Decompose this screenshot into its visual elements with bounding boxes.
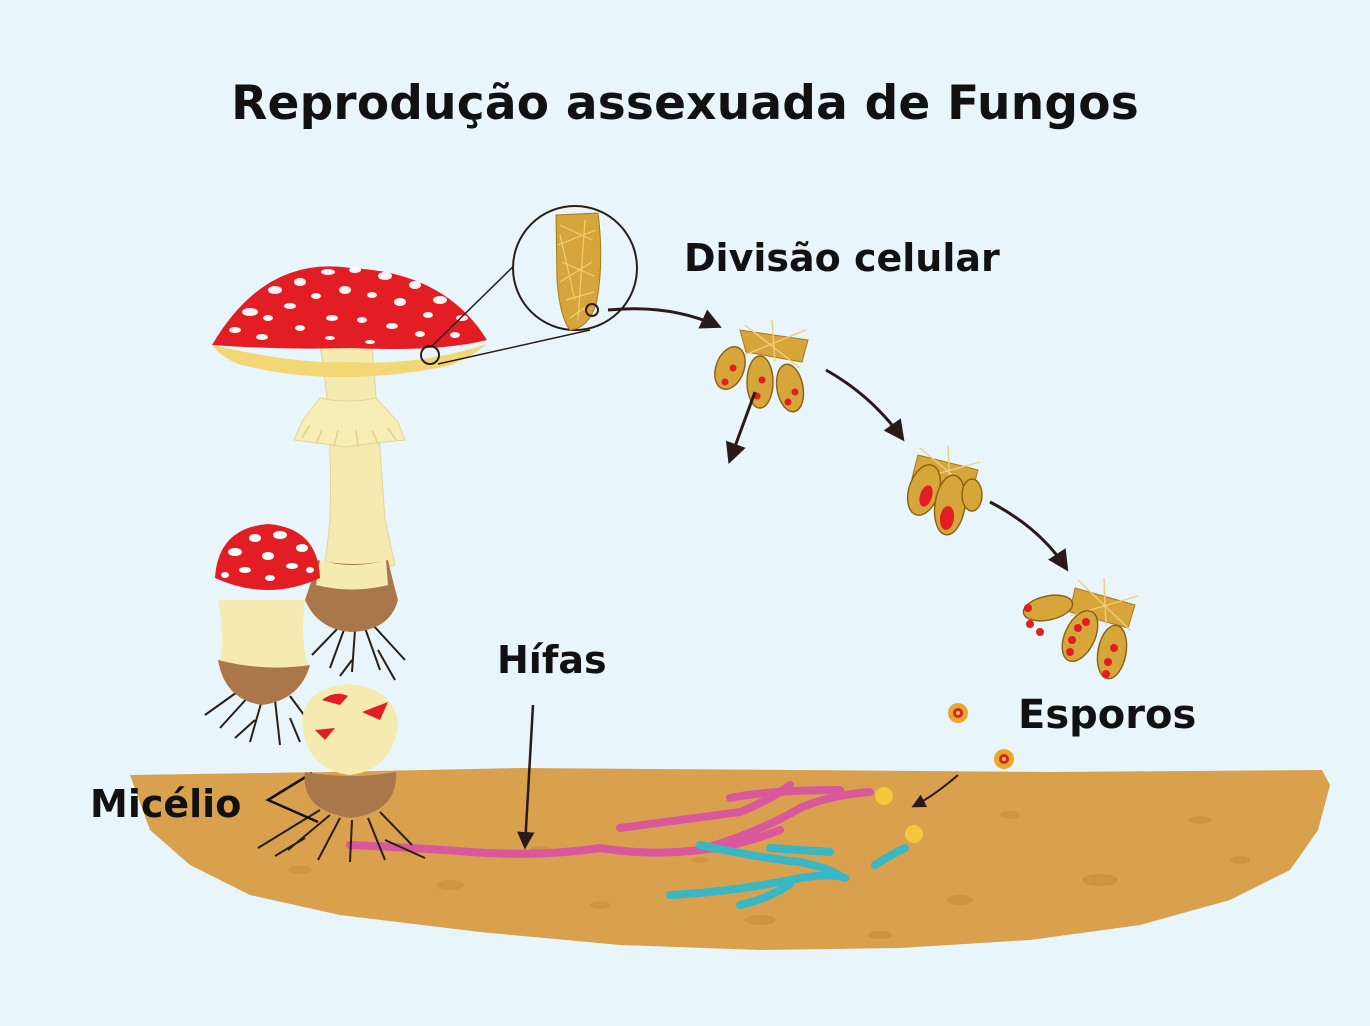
process-arrows <box>517 307 1069 850</box>
diagram-title: Reprodução assexuada de Fungos <box>231 76 1139 131</box>
hyphae-network <box>346 781 909 909</box>
young-mushroom <box>215 524 320 705</box>
cell-division-cluster-3 <box>1022 577 1139 680</box>
egg-mushroom <box>302 684 398 818</box>
micelio-pointer <box>265 771 319 824</box>
zoom-lens <box>431 205 638 365</box>
cell-division-cluster-1 <box>714 319 809 413</box>
soil-ground <box>130 768 1330 950</box>
label-hifas: Hífas <box>497 638 607 682</box>
label-esporos: Esporos <box>1018 692 1197 738</box>
spores <box>875 703 1014 843</box>
label-micelio: Micélio <box>90 782 242 826</box>
label-divisao-celular: Divisão celular <box>684 236 1000 280</box>
mycelium-roots <box>204 623 426 863</box>
mature-mushroom <box>212 266 487 632</box>
cell-division-cluster-2 <box>906 445 983 536</box>
